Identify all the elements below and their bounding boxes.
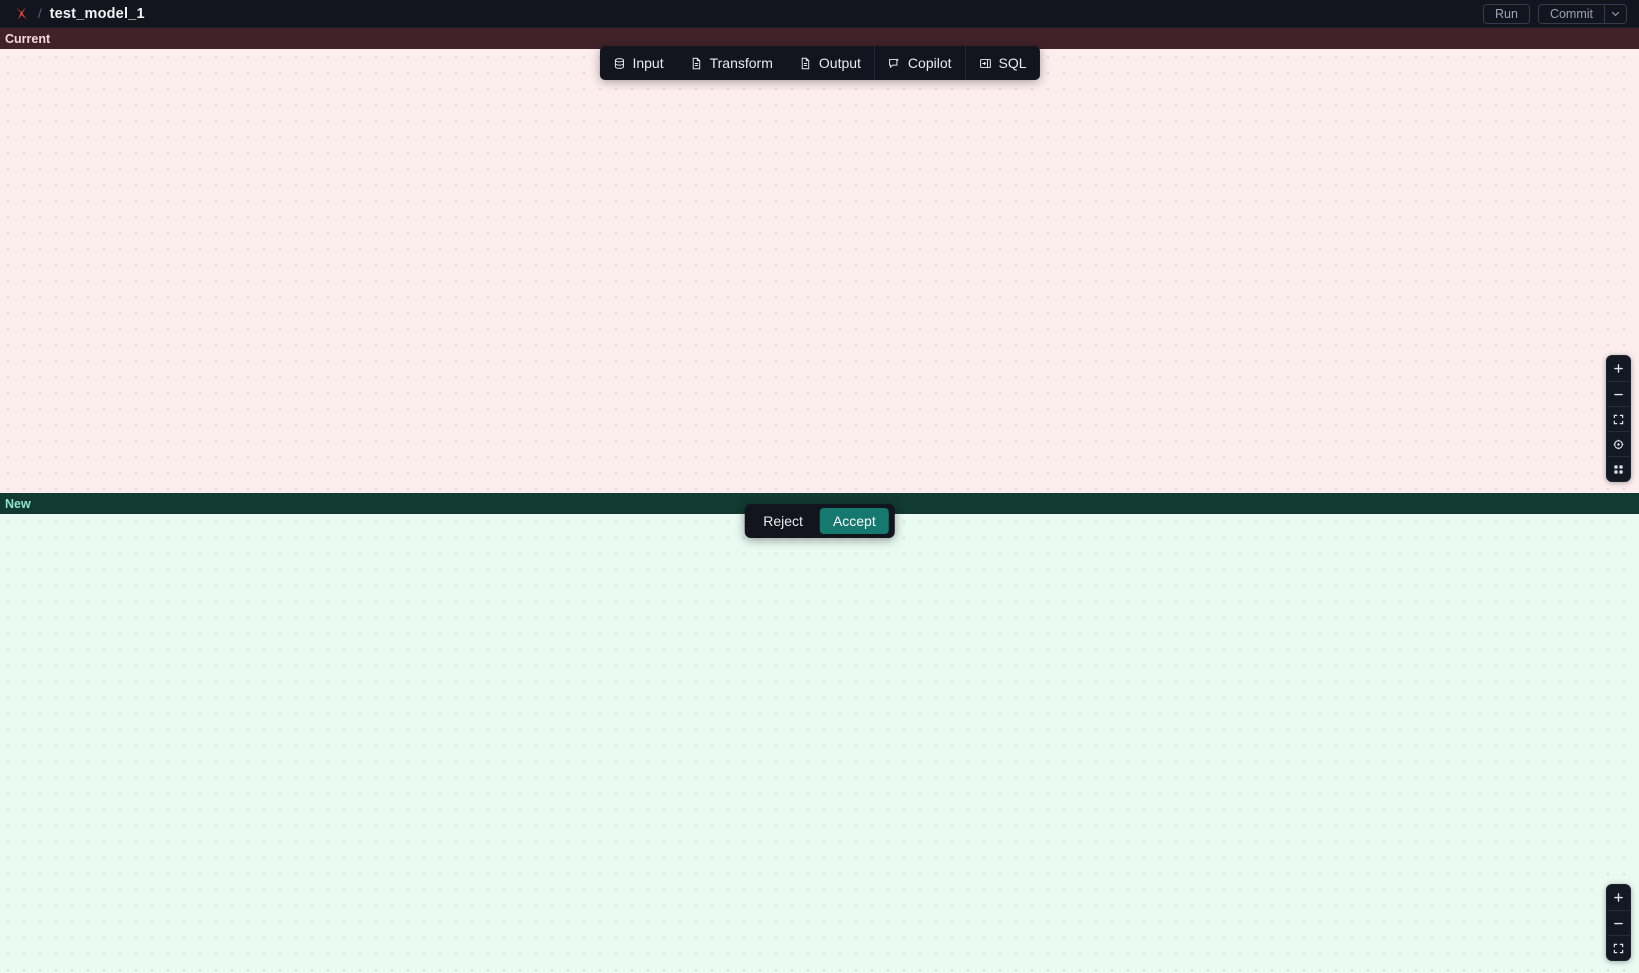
toolbar-label-transform: Transform xyxy=(709,55,773,71)
database-icon xyxy=(612,57,625,70)
commit-button[interactable]: Commit xyxy=(1537,3,1604,24)
toggle-grid-button[interactable] xyxy=(1607,456,1630,481)
run-button[interactable]: Run xyxy=(1483,3,1530,24)
toolbar-label-sql: SQL xyxy=(998,55,1027,71)
xnt-logo-icon[interactable] xyxy=(12,5,30,23)
fit-view-button[interactable] xyxy=(1607,935,1630,960)
fit-view-button[interactable] xyxy=(1607,406,1630,431)
mode-toolbar: Input Transform Output xyxy=(599,46,1040,80)
toolbar-label-input: Input xyxy=(632,55,664,71)
current-canvas-zoom-controls xyxy=(1606,355,1631,482)
reject-button[interactable]: Reject xyxy=(750,508,816,534)
toolbar-item-copilot[interactable]: Copilot xyxy=(873,46,965,80)
file-text-icon xyxy=(690,57,703,70)
accept-button[interactable]: Accept xyxy=(819,508,889,534)
toolbar-item-sql[interactable]: SQL xyxy=(964,46,1040,80)
chevron-down-icon[interactable] xyxy=(1604,3,1627,24)
current-panel-label: Current xyxy=(0,28,1639,49)
breadcrumb-separator: / xyxy=(38,6,42,21)
toolbar-item-transform[interactable]: Transform xyxy=(677,46,786,80)
zoom-in-button[interactable] xyxy=(1607,356,1630,381)
commit-split-button: Commit xyxy=(1537,3,1627,24)
toolbar-label-copilot: Copilot xyxy=(907,55,952,71)
zoom-out-button[interactable] xyxy=(1607,381,1630,406)
current-flow-canvas[interactable] xyxy=(0,49,1639,493)
new-version-panel: New xyxy=(0,493,1639,973)
toolbar-label-output: Output xyxy=(818,55,861,71)
diff-decision-bar: Reject Accept xyxy=(744,504,895,538)
toolbar-item-input[interactable]: Input xyxy=(599,46,676,80)
current-version-panel: Current xyxy=(0,28,1639,493)
flow-edges xyxy=(0,514,1639,973)
page-title: test_model_1 xyxy=(49,5,145,22)
new-canvas-zoom-controls xyxy=(1606,884,1631,961)
new-panel-label: New xyxy=(0,493,1639,514)
zoom-in-button[interactable] xyxy=(1607,885,1630,910)
file-text-icon xyxy=(799,57,812,70)
sql-panel-icon xyxy=(979,57,992,70)
new-flow-canvas[interactable]: fct_github_pull_requests ··· Model Name … xyxy=(0,514,1639,973)
top-bar-actions: Run Commit xyxy=(1483,3,1627,24)
toolbar-item-output[interactable]: Output xyxy=(786,46,874,80)
copilot-sparkle-icon xyxy=(888,57,901,70)
zoom-out-button[interactable] xyxy=(1607,910,1630,935)
center-view-button[interactable] xyxy=(1607,431,1630,456)
top-bar: / test_model_1 Run Commit xyxy=(0,0,1639,28)
